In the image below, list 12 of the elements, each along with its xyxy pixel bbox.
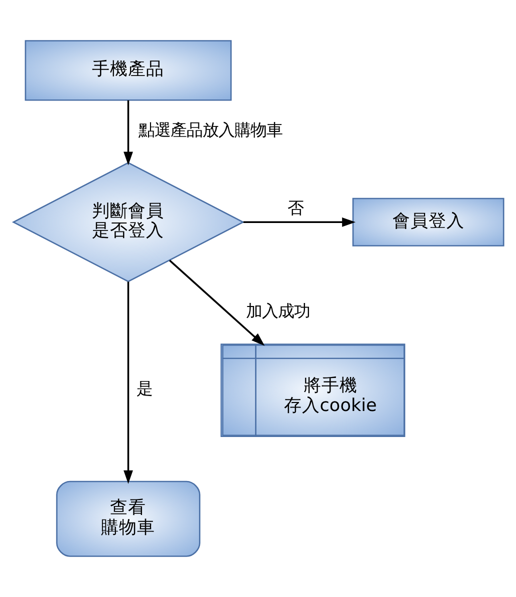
arrow [242, 217, 356, 227]
edge-label: 否 [286, 198, 303, 218]
arrow [168, 260, 264, 346]
node-box: 查看購物車 [56, 480, 200, 557]
node-box: 會員登入 [352, 198, 504, 246]
node-box: 手機產品 [24, 40, 232, 101]
edge-label: 加入成功 [245, 302, 310, 321]
edge-label: 點選產品放入購物車 [138, 120, 282, 140]
arrow [123, 282, 132, 484]
arrow [123, 100, 132, 166]
edge-label: 是 [136, 379, 152, 398]
node-diamond: 判斷會員是否登入 [11, 162, 244, 282]
